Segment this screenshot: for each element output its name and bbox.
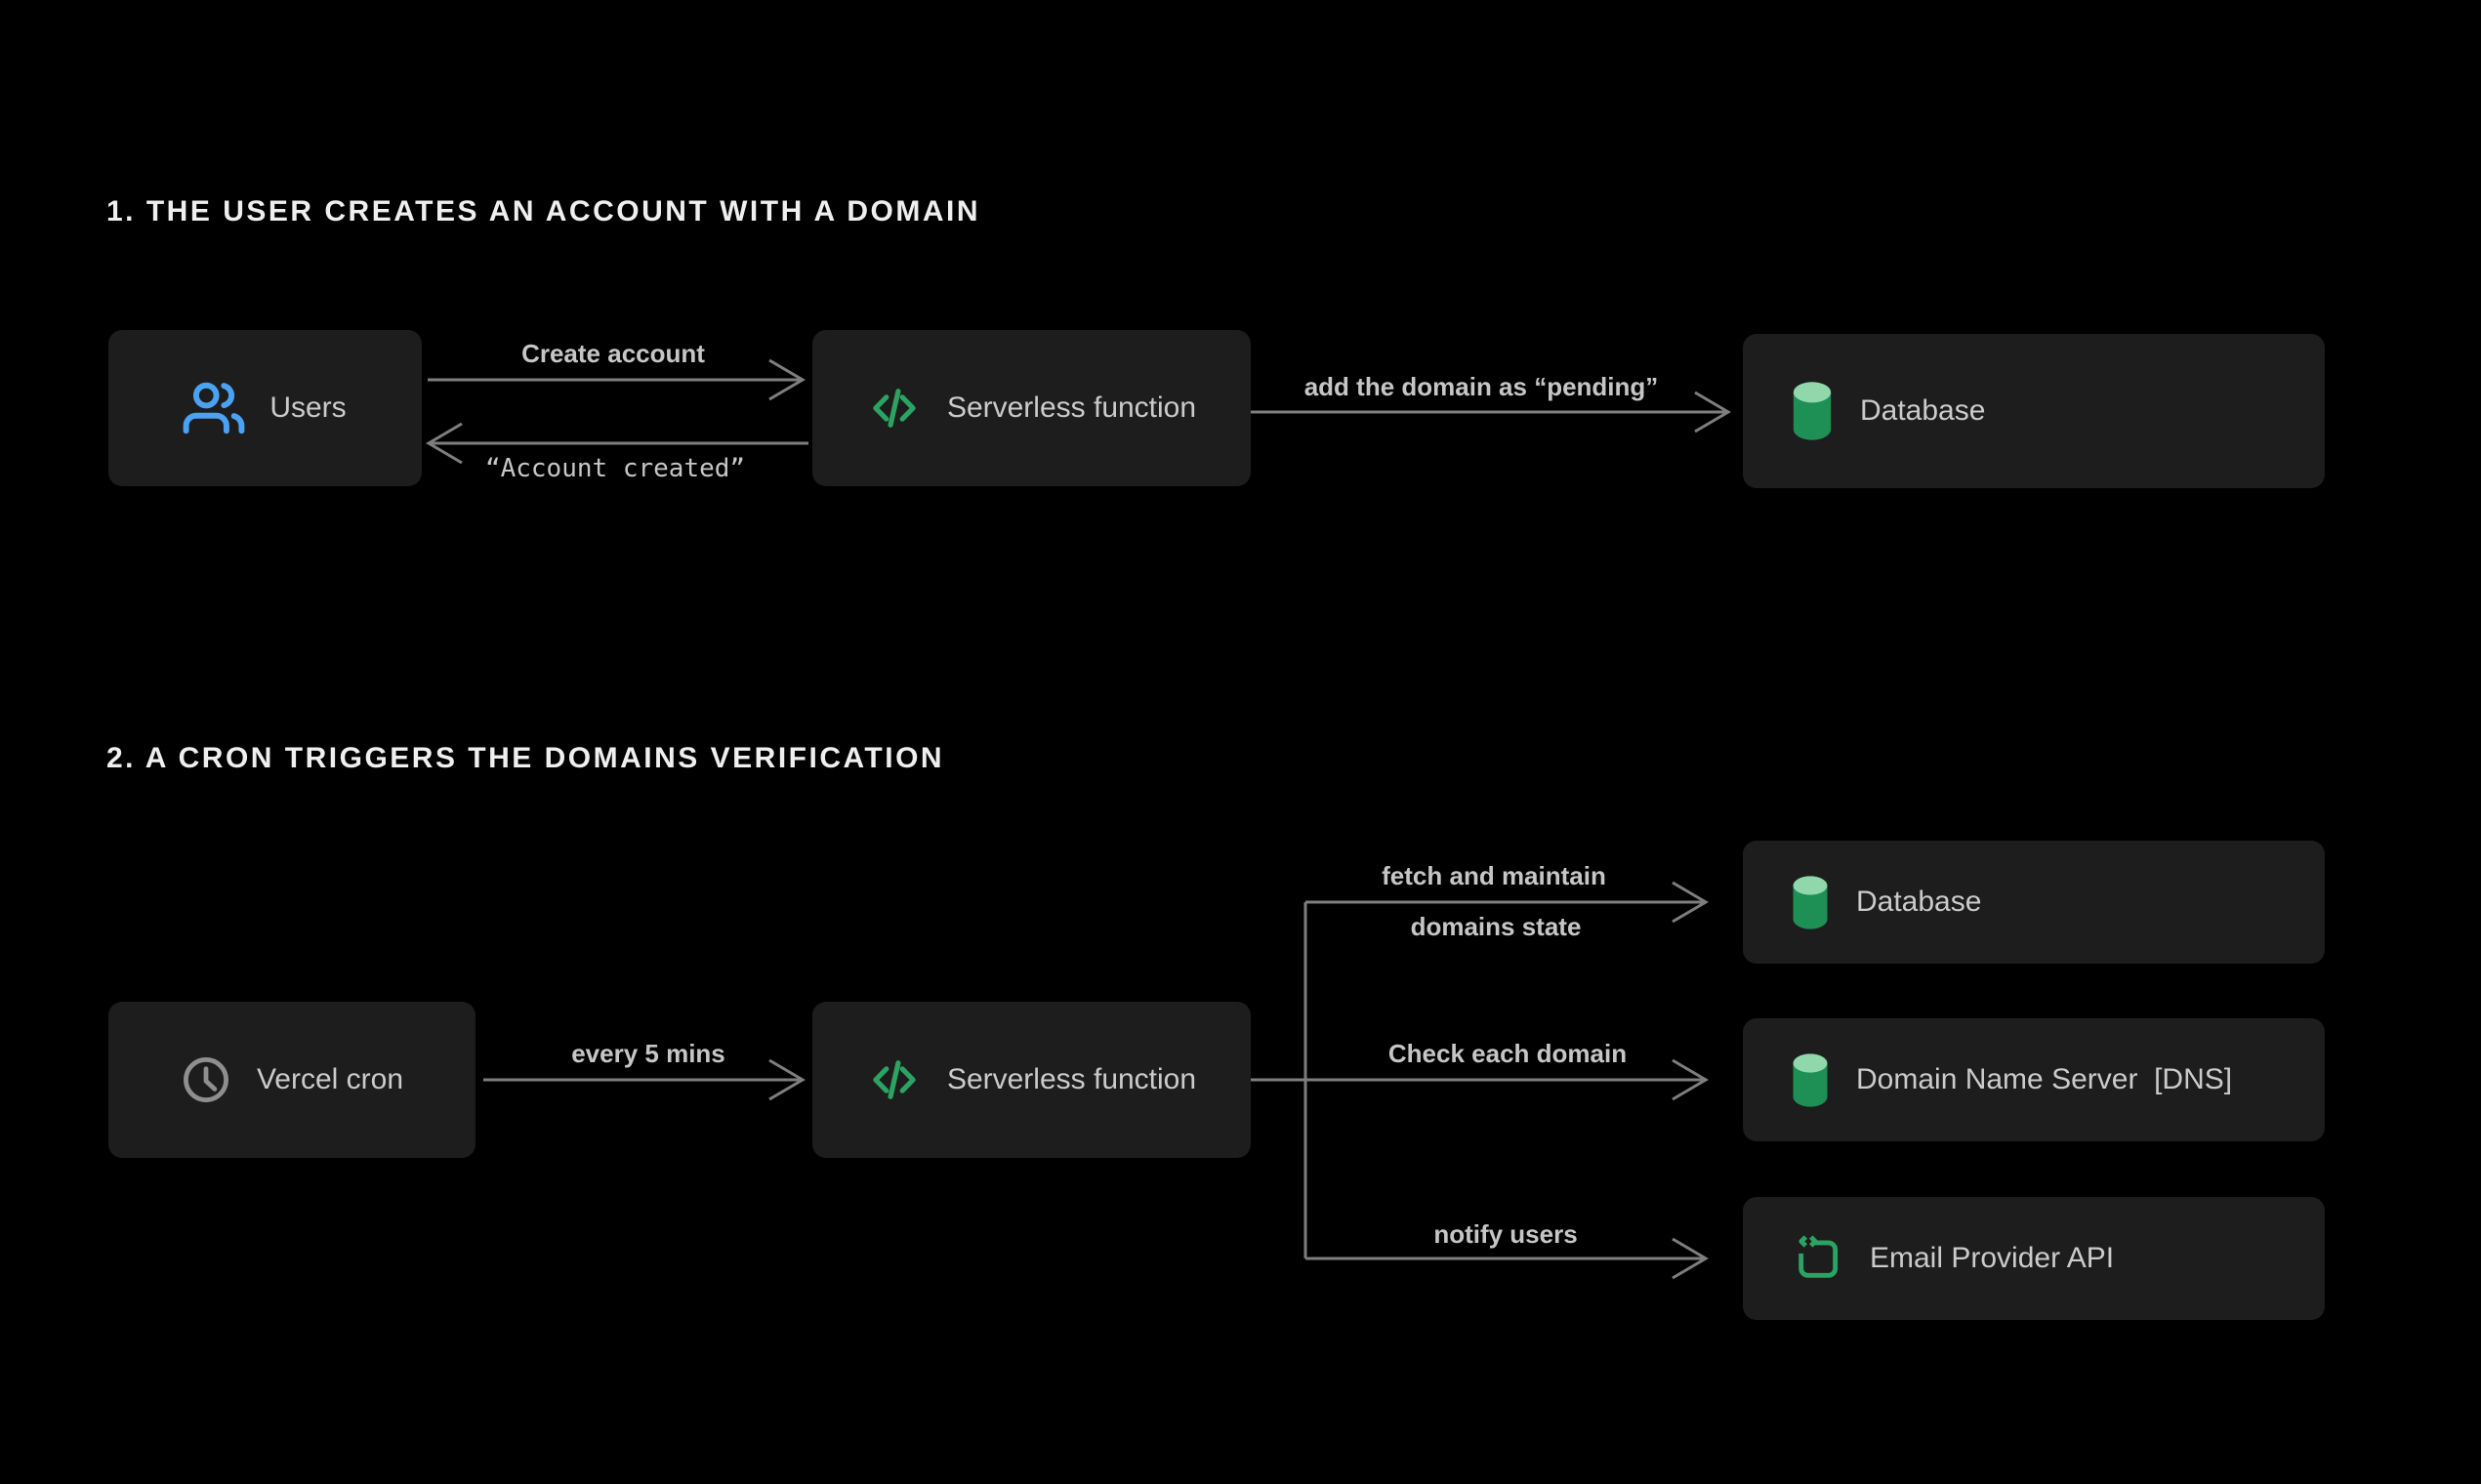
edge-label-domains-state: domains state xyxy=(1410,912,1582,941)
add-domain-arrow xyxy=(1251,391,1731,433)
edge-label-create-account: Create account xyxy=(521,339,705,368)
node-label: Database xyxy=(1860,394,1986,427)
node-label: Database xyxy=(1856,886,1982,918)
account-created-arrow xyxy=(426,422,808,465)
edge-label-account-created: “Account created” xyxy=(484,454,746,483)
edge-label-notify-users: notify users xyxy=(1433,1219,1578,1249)
node-database-1: Database xyxy=(1743,334,2325,488)
section-2-title: 2. A CRON TRIGGERS THE DOMAINS VERIFICAT… xyxy=(106,742,945,774)
node-email-provider-api: Email Provider API xyxy=(1743,1197,2325,1320)
node-vercel-cron: Vercel cron xyxy=(108,1002,476,1158)
notify-users-arrow xyxy=(1305,1237,1709,1280)
code-icon xyxy=(867,381,922,435)
users-icon xyxy=(183,378,245,438)
node-serverless-function-1: Serverless function xyxy=(812,330,1251,486)
every-5-mins-arrow xyxy=(483,1058,806,1101)
node-label: Users xyxy=(269,392,347,424)
node-label: Email Provider API xyxy=(1870,1242,2115,1274)
check-domain-arrow xyxy=(1233,1058,1709,1101)
node-users: Users xyxy=(108,330,422,486)
create-account-arrow xyxy=(428,358,806,401)
edge-label-fetch-and-maintain: fetch and maintain xyxy=(1382,861,1606,890)
node-label: Domain Name Server [DNS] xyxy=(1856,1063,2233,1095)
clock-icon xyxy=(181,1054,231,1105)
node-label: Serverless function xyxy=(946,1063,1197,1095)
node-serverless-function-2: Serverless function xyxy=(812,1002,1251,1158)
section-1-title: 1. THE USER CREATES AN ACCOUNT WITH A DO… xyxy=(106,195,980,227)
node-dns: Domain Name Server [DNS] xyxy=(1743,1018,2325,1141)
node-label: Serverless function xyxy=(946,392,1197,424)
database-cylinder-icon xyxy=(1790,381,1835,441)
code-icon xyxy=(867,1052,922,1107)
edge-label-every-5-mins: every 5 mins xyxy=(571,1039,725,1068)
edge-label-add-domain-pending: add the domain as “pending” xyxy=(1303,372,1659,401)
edge-label-check-each-domain: Check each domain xyxy=(1387,1039,1628,1068)
node-database-2: Database xyxy=(1743,841,2325,964)
node-label: Vercel cron xyxy=(256,1063,404,1095)
database-cylinder-icon xyxy=(1790,1052,1831,1108)
code-box-icon xyxy=(1790,1231,1844,1286)
fetch-domains-arrow xyxy=(1305,881,1709,924)
database-cylinder-icon xyxy=(1790,875,1831,930)
